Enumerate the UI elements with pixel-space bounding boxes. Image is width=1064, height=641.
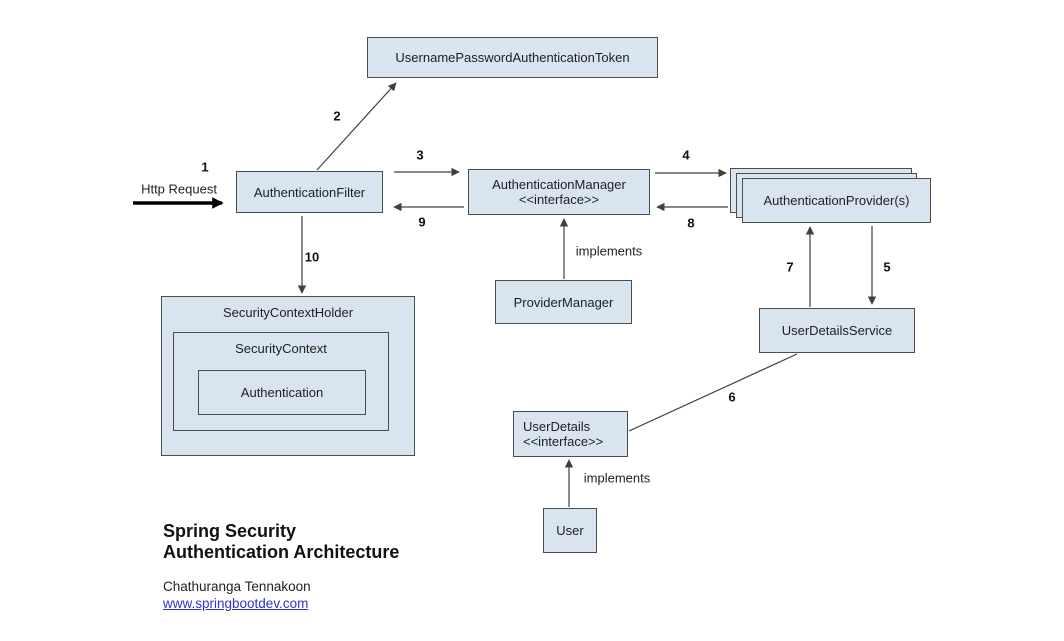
node-username-password-authentication-token: UsernamePasswordAuthenticationToken: [367, 37, 658, 78]
node-user-details: UserDetails <<interface>>: [513, 411, 628, 457]
node-label: SecurityContextHolder: [222, 305, 354, 320]
node-stereotype: <<interface>>: [518, 192, 600, 207]
step-label-7: 7: [786, 259, 794, 275]
diagram-title-line2: Authentication Architecture: [163, 542, 400, 562]
arrow-step-2: [316, 82, 397, 171]
node-label: AuthenticationManager: [492, 177, 626, 192]
node-authentication: Authentication: [198, 370, 366, 415]
node-label: ProviderManager: [513, 294, 614, 310]
node-user-details-service: UserDetailsService: [759, 308, 915, 353]
website-link[interactable]: www.springbootdev.com: [163, 596, 309, 611]
step-label-4: 4: [682, 147, 690, 163]
line-step-6: [628, 353, 798, 432]
node-label: UserDetailsService: [781, 323, 893, 338]
step-label-2: 2: [333, 108, 341, 124]
author-name: Chathuranga Tennakoon: [163, 579, 311, 594]
step-label-6: 6: [728, 389, 736, 405]
node-user: User: [543, 508, 597, 553]
node-label: UserDetails: [523, 419, 591, 434]
step-label-10: 10: [304, 249, 320, 265]
diagram-title: Spring Security Authentication Architect…: [163, 521, 399, 563]
implements-label-bottom: implements: [583, 470, 651, 486]
node-authentication-providers: AuthenticationProvider(s): [742, 178, 931, 223]
http-request-label: Http Request: [141, 181, 217, 197]
step-label-1: 1: [201, 159, 209, 175]
diagram-credit: Chathuranga Tennakoon www.springbootdev.…: [163, 578, 311, 612]
node-label: Authentication: [240, 385, 324, 400]
node-label: AuthenticationFilter: [253, 184, 366, 200]
step-label-8: 8: [687, 215, 695, 231]
step-label-5: 5: [883, 259, 891, 275]
node-authentication-filter: AuthenticationFilter: [236, 171, 383, 213]
implements-label-top: implements: [575, 243, 643, 259]
step-label-3: 3: [416, 147, 424, 163]
node-authentication-manager: AuthenticationManager <<interface>>: [468, 169, 650, 215]
node-label: UsernamePasswordAuthenticationToken: [395, 50, 630, 65]
node-label: User: [556, 523, 584, 538]
node-label: AuthenticationProvider(s): [763, 193, 910, 208]
node-label: SecurityContext: [235, 341, 327, 356]
node-stereotype: <<interface>>: [523, 434, 604, 449]
step-label-9: 9: [418, 214, 426, 230]
diagram-title-line1: Spring Security: [163, 521, 297, 541]
node-provider-manager: ProviderManager: [495, 280, 632, 324]
